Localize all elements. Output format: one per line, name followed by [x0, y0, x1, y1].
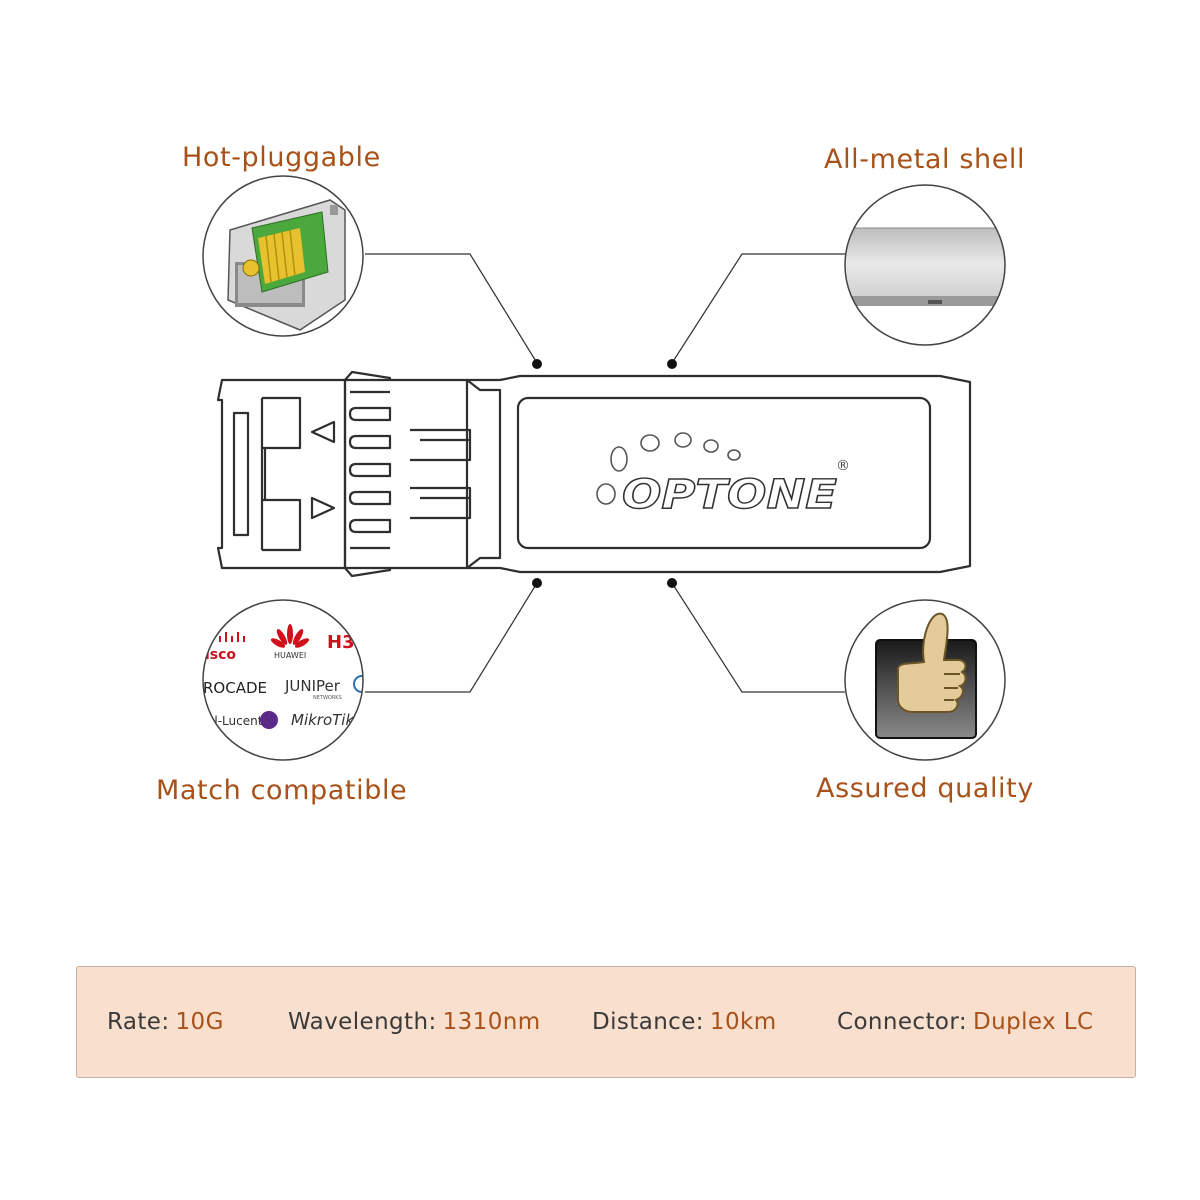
spec-distance: Distance:10km	[592, 1009, 777, 1035]
sfp-diagram: isco HUAWEI H3 ROCADE JUNIPer NETWORKS e…	[202, 175, 1006, 761]
label-all-metal-shell: All-metal shell	[824, 144, 1026, 175]
assured-quality-photo	[844, 599, 1006, 761]
logo-huawei: HUAWEI	[274, 651, 306, 660]
spec-rate-label: Rate:	[107, 1009, 170, 1035]
spec-wavelength-label: Wavelength:	[288, 1009, 437, 1035]
logo-mikrotik: MikroTik	[291, 711, 355, 729]
logo-juniper-sub: NETWORKS	[313, 695, 342, 701]
label-match-compatible: Match compatible	[156, 775, 408, 806]
spec-connector-label: Connector:	[837, 1009, 967, 1035]
optone-logo: OPTONE ®	[596, 432, 850, 519]
metal-shell-photo	[844, 184, 1006, 346]
label-hot-pluggable: Hot-pluggable	[182, 142, 381, 173]
logo-brocade: ROCADE	[203, 679, 267, 697]
optone-wordmark: OPTONE	[622, 472, 837, 518]
spec-rate: Rate:10G	[107, 1009, 224, 1035]
arrow-left-icon	[310, 420, 336, 444]
logo-juniper: JUNIPer	[284, 677, 341, 695]
registered-mark: ®	[836, 458, 850, 474]
huawei-petals-icon	[270, 624, 310, 648]
specs-bar: Rate:10G Wavelength:1310nm Distance:10km…	[76, 966, 1136, 1078]
thumbs-up-icon	[897, 612, 967, 713]
spec-connector: Connector:Duplex LC	[837, 1009, 1093, 1035]
sfp-module	[216, 370, 972, 578]
spec-connector-value: Duplex LC	[972, 1009, 1094, 1035]
label-assured-quality: Assured quality	[816, 773, 1034, 804]
leader-dots	[532, 359, 677, 588]
spec-distance-value: 10km	[709, 1009, 777, 1035]
logo-alcatel: el-Lucent	[207, 714, 263, 728]
logo-h3c: H3	[327, 632, 355, 653]
cisco-bars-icon	[219, 632, 245, 642]
spec-wavelength-value: 1310nm	[442, 1009, 541, 1035]
leader-lines	[365, 253, 845, 693]
logo-cisco: isco	[205, 647, 236, 663]
connector-housing	[216, 378, 347, 570]
spec-distance-label: Distance:	[592, 1009, 704, 1035]
arrow-right-icon	[310, 496, 336, 520]
alcatel-icon	[260, 711, 278, 729]
latch-fins	[348, 390, 392, 550]
spec-rate-value: 10G	[175, 1009, 224, 1035]
hot-pluggable-photo	[202, 175, 364, 337]
spec-wavelength: Wavelength:1310nm	[288, 1009, 541, 1035]
compatible-logos: isco HUAWEI H3 ROCADE JUNIPer NETWORKS e…	[202, 599, 364, 761]
